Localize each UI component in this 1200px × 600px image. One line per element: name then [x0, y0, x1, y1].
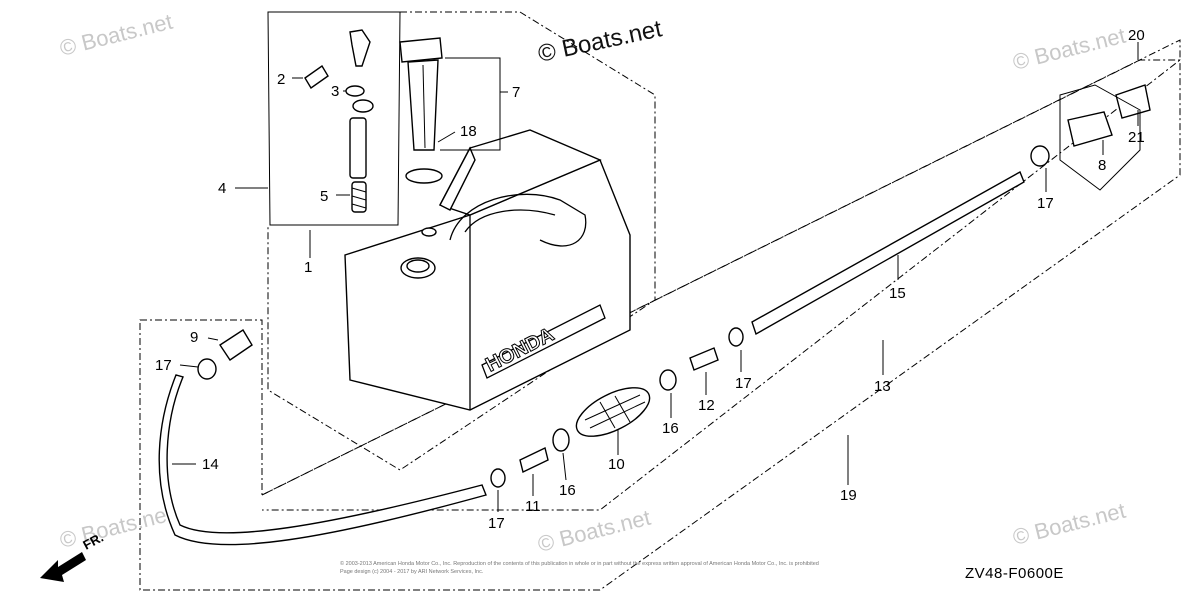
- callout-16b: 16: [559, 482, 576, 499]
- callout-5: 5: [320, 188, 328, 205]
- assembly-13-outline: [139, 59, 1181, 591]
- callout-10: 10: [608, 456, 625, 473]
- hose-14: [158, 374, 487, 546]
- watermark-bottom-middle: © Boats.net: [535, 505, 653, 557]
- watermark-main: © Boats.net: [536, 15, 665, 68]
- clamp-17-lower: [490, 468, 506, 488]
- callout-3: 3: [331, 83, 339, 100]
- callout-8: 8: [1098, 157, 1106, 174]
- assembly-19-outline: [261, 39, 1181, 511]
- watermark-top-left: © Boats.net: [57, 9, 175, 61]
- callout-15: 15: [889, 285, 906, 302]
- callout-19: 19: [840, 487, 857, 504]
- watermark-top-right: © Boats.net: [1010, 23, 1128, 75]
- clamp-17-upper: [728, 327, 744, 347]
- clamp-16-lower: [552, 428, 570, 452]
- callout-7: 7: [512, 84, 520, 101]
- copyright-line-2: Page design (c) 2004 - 2017 by ARI Netwo…: [340, 569, 484, 575]
- gauge-hardware: [304, 29, 374, 213]
- primer-bulb: [575, 387, 651, 437]
- fuel-tank: HONDA: [344, 129, 631, 411]
- callout-18: 18: [460, 123, 477, 140]
- hose-15: [751, 170, 1025, 336]
- watermark-bottom-left: © Boats.net: [57, 501, 175, 553]
- watermark-bottom-right: © Boats.net: [1010, 498, 1128, 550]
- bracket-4: [267, 11, 401, 226]
- clamp-16-upper: [659, 369, 677, 391]
- callout-17a: 17: [155, 357, 172, 374]
- callout-20: 20: [1128, 27, 1145, 44]
- check-valve-12: [689, 347, 719, 371]
- figure-code: ZV48-F0600E: [965, 565, 1064, 582]
- callout-16a: 16: [662, 420, 679, 437]
- callout-13: 13: [874, 378, 891, 395]
- callout-21: 21: [1128, 129, 1145, 146]
- callout-12: 12: [698, 397, 715, 414]
- callout-17b: 17: [488, 515, 505, 532]
- copyright-line-1: © 2003-2013 American Honda Motor Co., In…: [340, 560, 819, 567]
- connector-9: [219, 329, 253, 361]
- connector-8: [1067, 111, 1113, 147]
- clamp-17-right: [1030, 145, 1050, 167]
- callout-2: 2: [277, 71, 285, 88]
- callout-1: 1: [304, 259, 312, 276]
- callout-17c: 17: [735, 375, 752, 392]
- callout-4: 4: [218, 180, 226, 197]
- callout-14: 14: [202, 456, 219, 473]
- connector-21: [1115, 84, 1151, 119]
- check-valve-11: [519, 446, 549, 474]
- fuel-gauge: [399, 37, 443, 184]
- callout-9: 9: [190, 329, 198, 346]
- callout-11: 11: [525, 498, 541, 515]
- clamp-17-left: [197, 358, 217, 380]
- callout-17d: 17: [1037, 195, 1054, 212]
